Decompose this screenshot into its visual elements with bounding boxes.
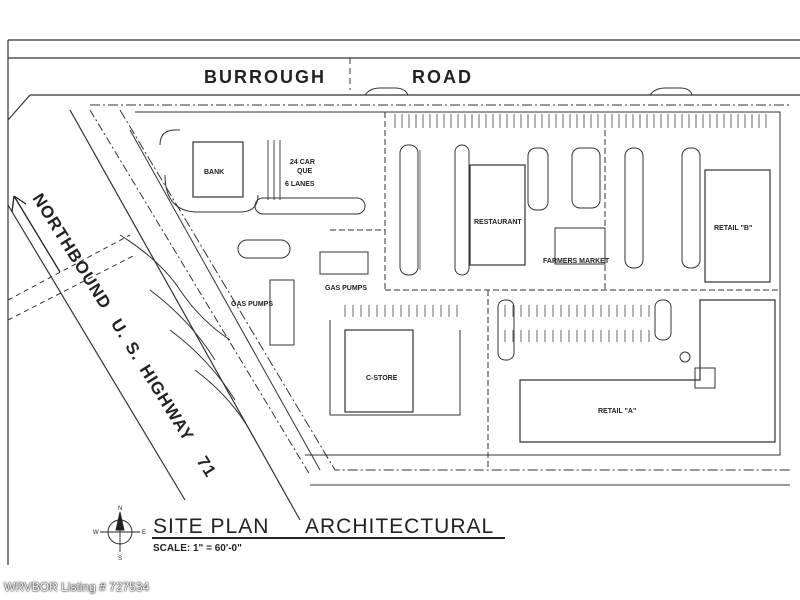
road-label-burrough: BURROUGH [204, 67, 326, 87]
parking-island-7 [497, 299, 515, 361]
gas-pumps-lower-label: GAS PUMPS [231, 301, 273, 308]
bank-label: BANK [204, 169, 224, 176]
gas-canopy-upper [319, 251, 369, 275]
drawing-frame [7, 39, 800, 565]
highway-71 [7, 109, 321, 521]
restaurant-building [469, 164, 526, 266]
bank-island [254, 197, 366, 215]
compass-n: N [118, 506, 122, 512]
farmers-market-label: FARMERS MARKET [543, 258, 610, 265]
queue-label-line1: 24 CAR [290, 159, 315, 166]
northbound-arrow [11, 195, 61, 273]
road-label-road: ROAD [412, 67, 473, 87]
bank-building [192, 141, 244, 198]
compass-s: S [118, 556, 122, 562]
compass-e: E [142, 530, 146, 536]
north-compass [100, 511, 140, 552]
retail-a-building [519, 299, 776, 443]
parking-island-3 [527, 147, 549, 211]
gas-island-oval [237, 239, 291, 259]
retail-a-label: RETAIL "A" [598, 408, 636, 415]
bank-drive [159, 129, 259, 213]
gas-canopy-lower [269, 279, 295, 346]
retail-a-entry [694, 367, 716, 389]
scale-label: SCALE: 1" = 60'-0" [153, 543, 242, 554]
parking-island-5 [681, 147, 701, 269]
c-store-label: C-STORE [366, 375, 398, 382]
parking-island-8 [654, 299, 672, 341]
retail-a-feature [679, 351, 691, 363]
parking-island-1 [399, 144, 419, 276]
c-store-lot [329, 320, 461, 416]
lanes-label: 6 LANES [285, 181, 315, 188]
retail-b-label: RETAIL "B" [714, 225, 752, 232]
queue-label-line2: QUE [297, 168, 313, 175]
gas-pumps-upper-label: GAS PUMPS [325, 285, 367, 292]
site-boundary [119, 109, 790, 486]
restaurant-label: RESTAURANT [474, 219, 522, 226]
listing-watermark: WRVBOR Listing # 727534 [4, 580, 150, 594]
compass-w: W [93, 530, 99, 536]
parking-island-2 [454, 144, 470, 276]
farmers-market-structure [554, 227, 606, 265]
title-architectural: ARCHITECTURAL [305, 515, 494, 538]
c-store-building [344, 329, 414, 413]
retail-b-building [704, 169, 771, 283]
title-site-plan: SITE PLAN [153, 515, 269, 538]
drive-thru-lanes [267, 140, 281, 200]
burrough-road [7, 57, 800, 121]
parking-island-6 [571, 147, 601, 209]
parking-island-4 [624, 147, 644, 269]
parking-top [344, 114, 767, 342]
